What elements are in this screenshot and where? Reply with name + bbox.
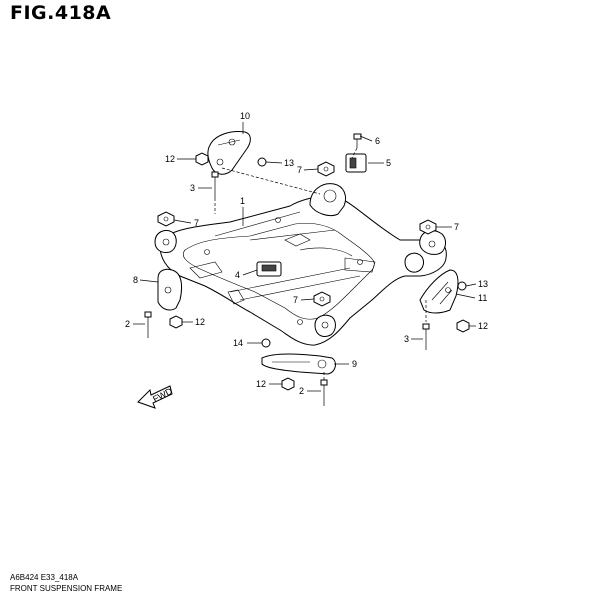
nut-part-14 [261,338,271,348]
callout-2-b: 2 [299,386,304,396]
callout-1: 1 [240,196,245,206]
callout-13-b: 13 [478,279,488,289]
callout-11: 11 [478,293,487,303]
bolt-part-12-c [456,319,470,333]
callout-6: 6 [375,136,380,146]
bracket-part-11 [419,269,459,314]
bolt-part-2-lower [320,379,328,406]
bolt-part-12-b [169,315,183,329]
callout-2-a: 2 [125,319,130,329]
callout-7-a: 7 [297,165,302,175]
bolt-part-3-upper [211,171,219,198]
nut-part-7-b [157,211,175,227]
nut-part-7-c [419,219,437,235]
nut-part-13-b [457,281,467,291]
callout-12-b: 12 [195,317,205,327]
callout-3-a: 3 [190,183,195,193]
callout-numbers: 10 6 5 12 13 7 3 1 7 7 4 8 13 7 11 2 12 … [125,111,488,396]
callout-10: 10 [240,111,250,121]
callout-12-d: 12 [256,379,266,389]
leader-lines [133,122,477,392]
nut-part-13-a [257,157,267,167]
bolt-part-12-a [195,152,209,166]
suspension-frame [154,183,447,346]
callout-9: 9 [352,359,357,369]
mount-block-part-5 [345,153,367,173]
callout-7-d: 7 [293,295,298,305]
center-bushing-part-4 [256,261,282,277]
callout-12-c: 12 [478,321,488,331]
bracket-part-8 [157,268,183,311]
callout-5: 5 [386,158,391,168]
callout-8: 8 [133,275,138,285]
nut-part-7-d [313,291,331,307]
rear-bracket-part-10 [207,131,251,175]
nut-part-7-a [317,161,335,177]
callout-7-c: 7 [454,222,459,232]
stay-plate-part-9 [261,353,336,375]
figure-title: FIG.418A [10,2,112,24]
fwd-arrow-icon: FWD [137,385,174,409]
figure-code: A6B424 E33_418A [10,573,79,582]
guide-lines [214,147,427,380]
bolt-part-2-left [144,311,152,338]
callout-4: 4 [235,270,240,280]
bolt-part-6 [353,133,362,148]
bolt-part-3-right [422,323,430,350]
callout-14: 14 [233,338,243,348]
callout-7-b: 7 [194,218,199,228]
callout-12-a: 12 [165,154,175,164]
figure-caption: FRONT SUSPENSION FRAME [10,584,123,593]
callout-13-a: 13 [284,158,294,168]
callout-3-b: 3 [404,334,409,344]
bolt-part-12-d [281,377,295,391]
